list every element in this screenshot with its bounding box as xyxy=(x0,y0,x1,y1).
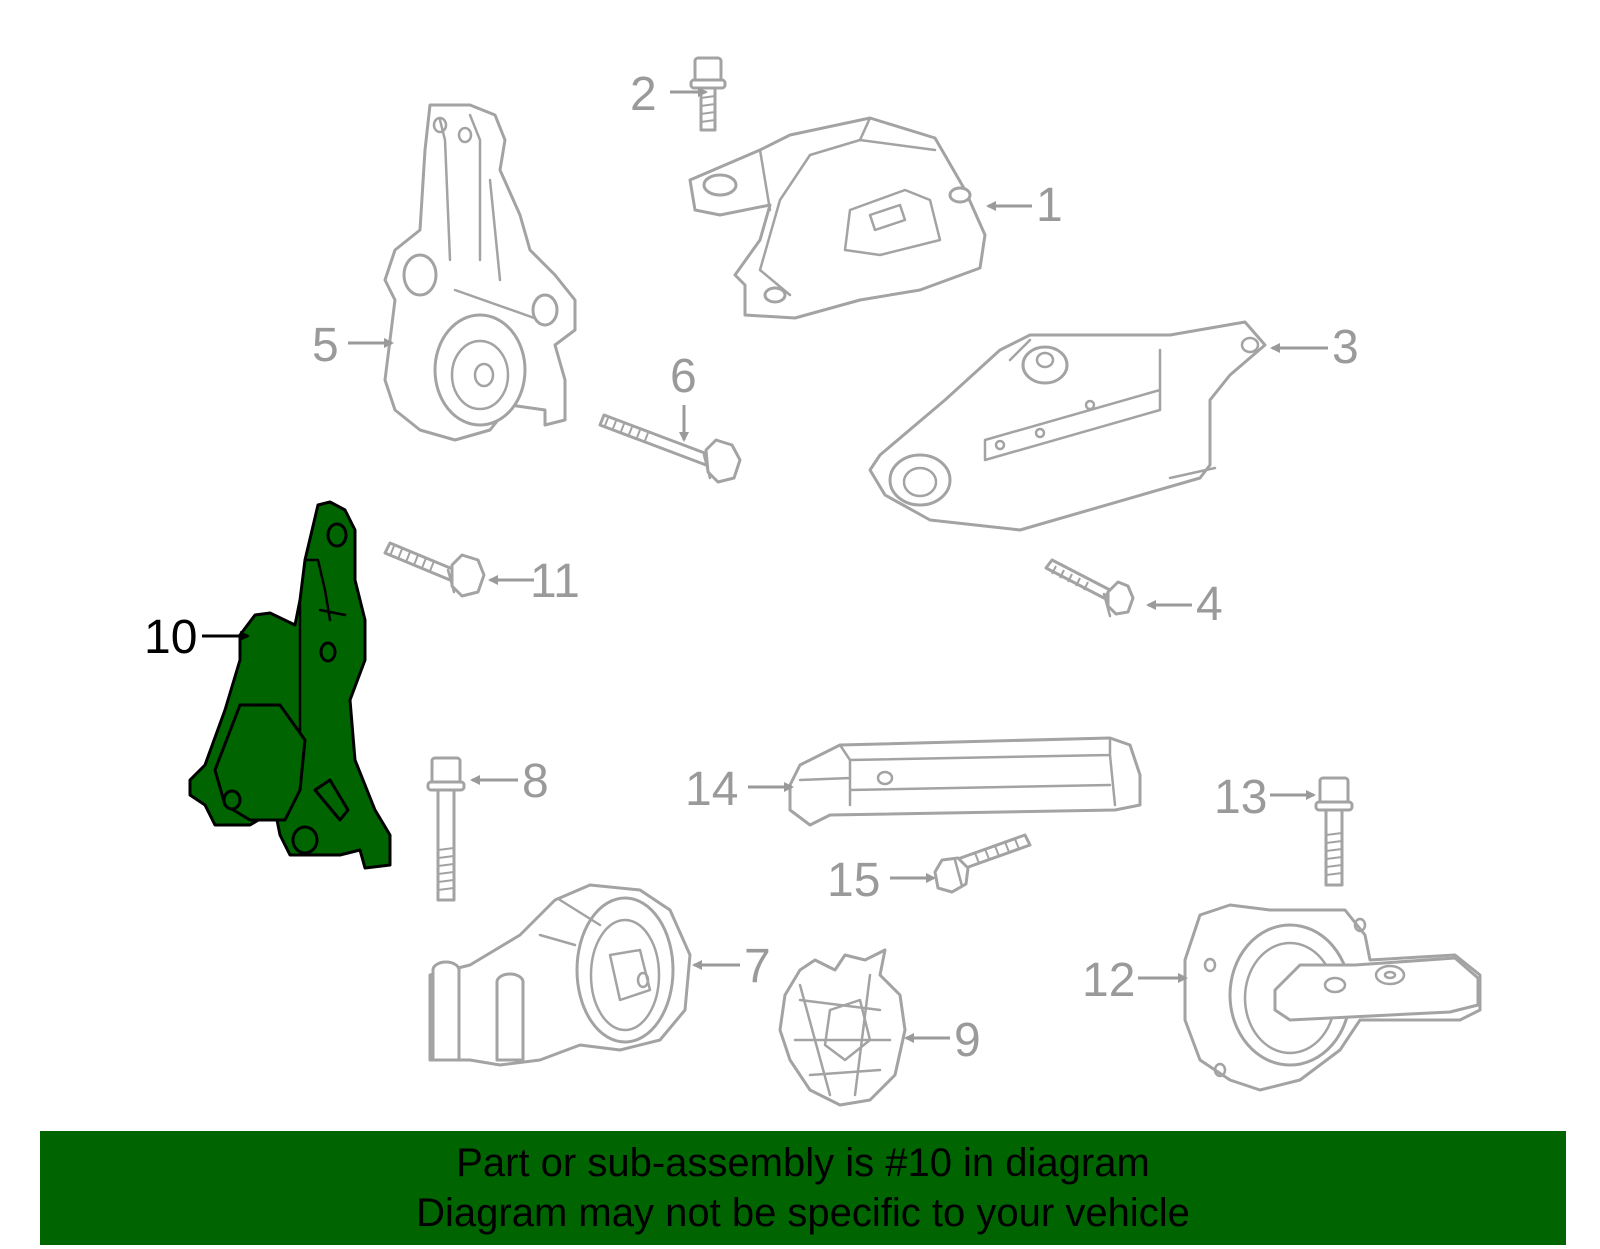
part-6-bolt[interactable] xyxy=(598,413,742,484)
banner-line-1: Part or sub-assembly is #10 in diagram xyxy=(456,1141,1150,1185)
callout-6-label: 6 xyxy=(670,350,697,403)
callout-4-label: 4 xyxy=(1196,578,1223,631)
callout-10-label: 10 xyxy=(144,611,197,664)
part-14-strut[interactable] xyxy=(788,736,1142,827)
callout-arrows xyxy=(202,87,1328,1043)
part-8-bolt[interactable] xyxy=(426,756,466,902)
part-13-bolt[interactable] xyxy=(1314,776,1354,887)
callout-14-label: 14 xyxy=(685,763,738,816)
part-10-bracket-highlighted[interactable] xyxy=(188,500,392,870)
part-11-bolt[interactable] xyxy=(383,541,486,598)
callout-15-label: 15 xyxy=(827,854,880,907)
callout-2-label: 2 xyxy=(630,68,657,121)
callout-8-label: 8 xyxy=(522,755,549,808)
part-3-bracket[interactable] xyxy=(868,320,1267,532)
banner-line-2: Diagram may not be specific to your vehi… xyxy=(416,1191,1190,1235)
callout-7-label: 7 xyxy=(744,940,771,993)
part-5-bracket[interactable] xyxy=(383,103,577,442)
callout-9-label: 9 xyxy=(954,1014,981,1067)
part-2-bolt[interactable] xyxy=(689,56,727,132)
callout-11-label: 11 xyxy=(530,555,580,608)
part-1-engine-mount[interactable] xyxy=(688,116,987,320)
callout-3-label: 3 xyxy=(1332,321,1359,374)
callout-13-label: 13 xyxy=(1214,771,1267,824)
part-7-mount[interactable] xyxy=(428,883,692,1067)
info-banner: Part or sub-assembly is #10 in diagram D… xyxy=(40,1131,1566,1245)
part-12-mount[interactable] xyxy=(1183,903,1482,1092)
callout-5-label: 5 xyxy=(312,319,339,372)
callout-12-label: 12 xyxy=(1082,954,1135,1007)
callout-labels: 1 2 3 4 5 6 7 8 9 10 11 12 13 14 15 xyxy=(144,68,1359,1067)
part-9-shield[interactable] xyxy=(778,948,907,1107)
callout-1-label: 1 xyxy=(1036,179,1063,232)
part-15-bolt[interactable] xyxy=(933,833,1032,894)
part-4-bolt[interactable] xyxy=(1044,558,1135,618)
